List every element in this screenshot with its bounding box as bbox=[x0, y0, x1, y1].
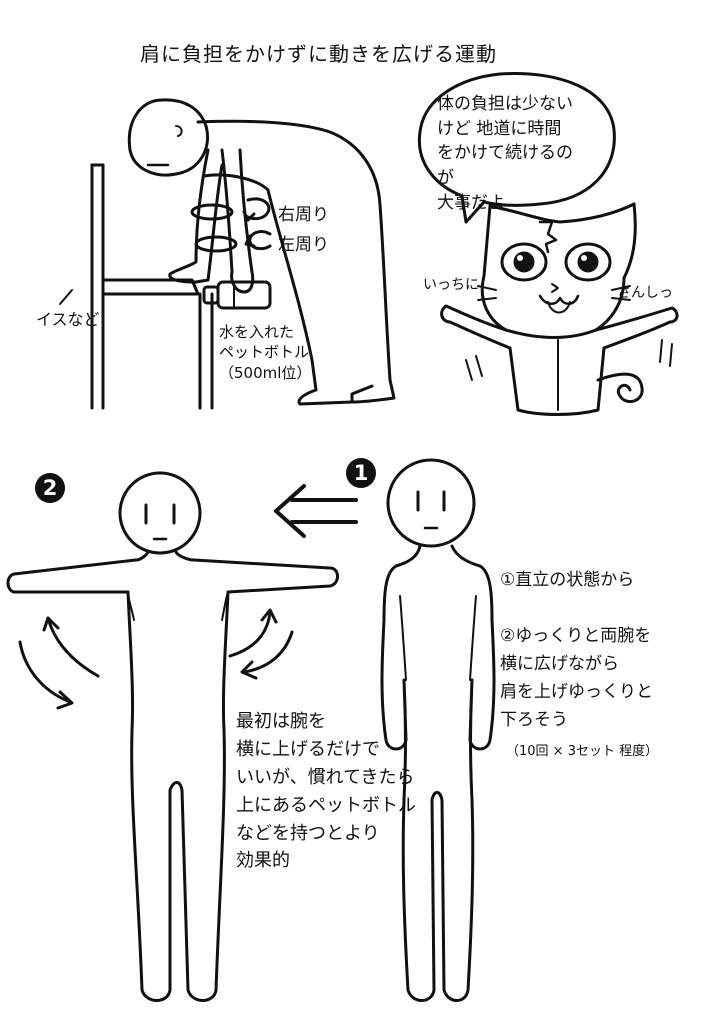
note-line: 上にあるペットボトル bbox=[236, 794, 416, 816]
speech-line: をかけて続けるのが bbox=[437, 143, 573, 188]
label-water-bottle: 水を入れた ペットボトル （500ml位） bbox=[219, 322, 339, 383]
tpose-figure bbox=[6, 471, 339, 1002]
label-chair: イスなど bbox=[36, 310, 100, 329]
tpose-motion-arrows bbox=[18, 608, 294, 710]
speech-bubble bbox=[417, 72, 616, 224]
page-title: 肩に負担をかけずに動きを広げる運動 bbox=[140, 42, 497, 66]
transition-arrow bbox=[274, 484, 358, 538]
rotation-arrows bbox=[190, 197, 272, 253]
water-bottle-line: （500ml位） bbox=[219, 363, 312, 382]
note-line: いいが、慣れてきたら bbox=[236, 766, 415, 788]
cat-call-right: さんしっ bbox=[617, 285, 673, 301]
step-1-marker: 1 bbox=[346, 458, 376, 488]
cat-character bbox=[440, 202, 679, 416]
reps-text: （10回 × 3セット 程度） bbox=[506, 744, 659, 759]
water-bottle bbox=[202, 280, 272, 310]
leaning-person bbox=[127, 98, 396, 406]
standing-figure bbox=[380, 458, 496, 1002]
speech-line: けど 地道に時間 bbox=[437, 118, 562, 139]
note-line: 最初は腕を bbox=[236, 711, 326, 732]
cat-call-left: いっちに bbox=[423, 277, 479, 293]
chair bbox=[59, 163, 214, 410]
advice-note: 最初は腕を 横に上げるだけで いいが、慣れてきたら 上にあるペットボトル などを… bbox=[236, 708, 436, 875]
note-line: 効果的 bbox=[236, 850, 290, 872]
step-2-line: 肩を上げゆっくりと bbox=[500, 682, 653, 703]
speech-line: 大事だよ bbox=[437, 192, 505, 213]
step-2-text: ②ゆっくりと両腕を 横に広げながら 肩を上げゆっくりと 下ろそう bbox=[500, 622, 700, 734]
speech-text: 体の負担は少ない けど 地道に時間 をかけて続けるのが 大事だよ bbox=[437, 92, 577, 215]
step-2-line: ②ゆっくりと両腕を bbox=[500, 626, 652, 646]
note-line: などを持つとより bbox=[236, 822, 380, 844]
note-line: 横に上げるだけで bbox=[236, 738, 380, 760]
step-1-text: ①直立の状態から bbox=[500, 570, 635, 590]
label-clockwise: 右周り bbox=[278, 205, 329, 225]
speech-line: 体の負担は少ない bbox=[437, 94, 573, 114]
water-bottle-line: 水を入れた bbox=[219, 323, 295, 341]
step-2-line: 下ろそう bbox=[500, 710, 568, 731]
label-counterclockwise: 左周り bbox=[278, 235, 329, 255]
step-2-marker: 2 bbox=[35, 473, 65, 503]
step-2-line: 横に広げながら bbox=[500, 654, 619, 675]
water-bottle-line: ペットボトル bbox=[219, 343, 310, 362]
